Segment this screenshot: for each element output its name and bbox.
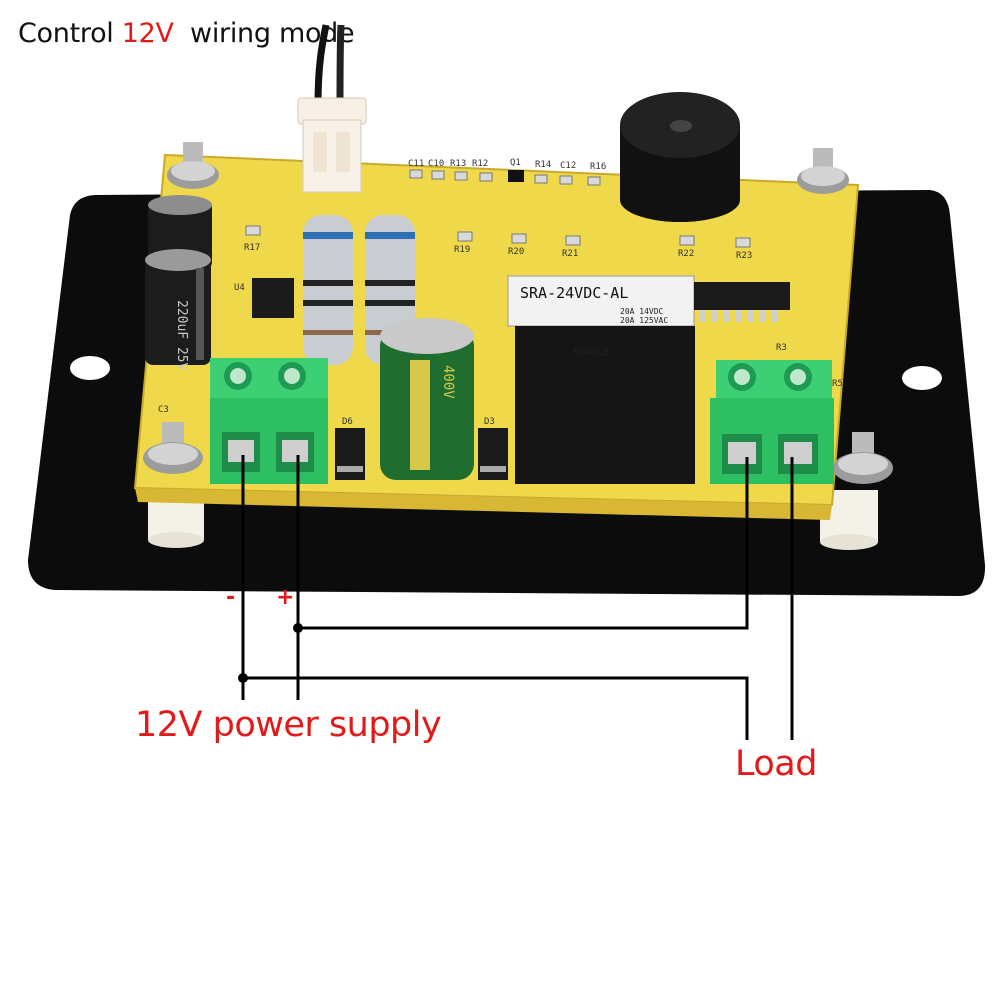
small-capacitor-rating: 220uF 25V — [174, 300, 189, 371]
relay-model: SRA-24VDC-AL — [520, 284, 628, 302]
capacitor-small-2 — [145, 249, 211, 365]
power-supply-label: 12V power supply — [135, 705, 442, 745]
capacitor-large: 400V — [380, 318, 474, 480]
screw-bottom-left — [143, 422, 203, 474]
junction-negative — [238, 673, 248, 683]
designator-q1: Q1 — [510, 158, 521, 168]
designator-c12: C12 — [560, 161, 576, 171]
relay-rating-1: 20A 14VDC — [620, 307, 664, 316]
mount-hole-left — [70, 356, 110, 380]
designator-d6: D6 — [342, 417, 353, 427]
designator-c11: C11 — [408, 159, 424, 169]
designator-r14: R14 — [535, 160, 551, 170]
large-capacitor-rating: 400V — [440, 365, 456, 399]
designator-r3: R3 — [776, 343, 787, 353]
designator-c10: C10 — [428, 159, 444, 169]
screw-top-right — [797, 148, 849, 194]
screw-bottom-right — [833, 432, 893, 484]
designator-r16: R16 — [590, 162, 606, 172]
minus-label: - — [226, 585, 236, 610]
designator-r23: R23 — [736, 251, 752, 261]
title-voltage: 12V — [121, 18, 174, 49]
designator-r22: R22 — [678, 249, 694, 259]
diode-d3 — [478, 428, 508, 480]
designator-d3: D3 — [484, 417, 495, 427]
title-prefix: Control — [18, 18, 114, 49]
designator-r5: R5 — [832, 379, 843, 389]
resistor-left — [303, 215, 353, 365]
designator-r13: R13 — [450, 159, 466, 169]
designator-r20: R20 — [508, 247, 524, 257]
wire-positive-to-load — [298, 457, 749, 630]
screw-top-left — [167, 142, 219, 189]
relay-rating-2: 20A 125VAC — [620, 316, 668, 325]
regulator-u4 — [252, 278, 294, 318]
ic-chip — [694, 282, 790, 322]
plus-label: + — [276, 585, 295, 610]
smd-row — [245, 169, 751, 248]
designator-u4: U4 — [234, 283, 245, 293]
mount-hole-right — [902, 366, 942, 390]
wire-negative-to-load — [243, 676, 749, 740]
designator-r19: R19 — [454, 245, 470, 255]
junction-positive — [293, 623, 303, 633]
designator-r21: R21 — [562, 249, 578, 259]
transistor-q1 — [508, 170, 524, 182]
jst-connector — [302, 119, 362, 193]
designator-r17: R17 — [244, 243, 260, 253]
relay-brand: SONGLE — [573, 347, 609, 358]
load-label: Load — [735, 744, 817, 784]
relay: SRA-24VDC-AL 20A 14VDC 20A 125VAC SONGLE — [507, 275, 695, 484]
designator-c3: C3 — [158, 405, 169, 415]
wiring — [241, 455, 794, 740]
terminal-block-load — [710, 360, 834, 484]
designator-r12: R12 — [472, 159, 488, 169]
diode-d6 — [335, 428, 365, 480]
terminal-block-power — [210, 358, 328, 484]
